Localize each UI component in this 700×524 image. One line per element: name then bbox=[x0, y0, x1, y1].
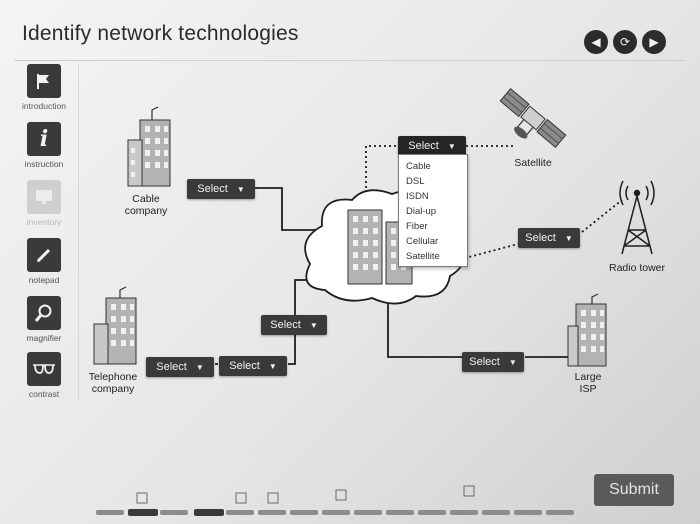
menu-option-dsl[interactable]: DSL bbox=[406, 176, 425, 187]
select-cable-company[interactable]: Select ▼ bbox=[187, 179, 255, 199]
monitor-icon bbox=[27, 180, 61, 214]
select-large-isp[interactable]: Select ▼ bbox=[462, 352, 524, 372]
info-icon: i bbox=[27, 122, 61, 156]
tool-label: instruction bbox=[24, 159, 64, 169]
radio-tower-illustration bbox=[619, 180, 655, 255]
refresh-icon[interactable]: ⟳ bbox=[613, 30, 637, 54]
select-label: Select bbox=[156, 361, 187, 373]
cable-company-building bbox=[127, 106, 171, 187]
menu-option-cellular[interactable]: Cellular bbox=[406, 236, 439, 247]
select-telephone-link[interactable]: Select ▼ bbox=[219, 356, 287, 376]
tool-label: magnifier bbox=[26, 333, 62, 343]
select-radio-tower[interactable]: Select ▼ bbox=[518, 228, 580, 248]
select-label: Select bbox=[270, 319, 301, 331]
tool-label: inventory bbox=[26, 217, 62, 227]
tool-magnifier[interactable]: magnifier bbox=[12, 296, 76, 343]
technology-dropdown-menu: Cable DSL ISDN Dial-up Fiber Cellular Sa… bbox=[398, 154, 468, 267]
satellite-illustration bbox=[499, 88, 567, 148]
glasses-icon bbox=[27, 352, 61, 386]
satellite-label: Satellite bbox=[514, 157, 552, 169]
select-label: Select bbox=[197, 183, 228, 195]
header-divider bbox=[14, 60, 686, 61]
tool-introduction[interactable]: introduction bbox=[12, 64, 76, 111]
caret-down-icon: ▼ bbox=[268, 361, 277, 371]
select-trunk[interactable]: Select ▼ bbox=[261, 315, 327, 335]
menu-option-isdn[interactable]: ISDN bbox=[406, 191, 429, 202]
nav-controls: ◀ ⟳ ▶ bbox=[584, 30, 666, 54]
flag-icon bbox=[27, 64, 61, 98]
page-title: Identify network technologies bbox=[22, 22, 299, 45]
select-telephone-company[interactable]: Select ▼ bbox=[146, 357, 214, 377]
back-icon[interactable]: ◀ bbox=[584, 30, 608, 54]
menu-option-fiber[interactable]: Fiber bbox=[406, 221, 428, 232]
forward-icon[interactable]: ▶ bbox=[642, 30, 666, 54]
select-label: Select bbox=[469, 356, 500, 368]
magnifier-icon bbox=[27, 296, 61, 330]
sidebar-divider bbox=[78, 64, 79, 400]
large-isp-building bbox=[567, 293, 607, 367]
caret-down-icon: ▼ bbox=[309, 320, 318, 330]
tool-inventory: inventory bbox=[12, 180, 76, 227]
select-label: Select bbox=[229, 360, 260, 372]
select-label: Select bbox=[408, 140, 439, 152]
connection-lines bbox=[215, 187, 568, 365]
pencil-icon bbox=[27, 238, 61, 272]
tool-instruction[interactable]: i instruction bbox=[12, 122, 76, 169]
menu-option-dial-up[interactable]: Dial-up bbox=[406, 206, 437, 217]
caret-down-icon: ▼ bbox=[508, 357, 517, 367]
menu-option-satellite[interactable]: Satellite bbox=[406, 251, 440, 262]
select-satellite-open[interactable]: Select ▼ bbox=[398, 136, 466, 156]
tool-label: introduction bbox=[22, 101, 66, 111]
tool-label: notepad bbox=[28, 275, 60, 285]
tool-contrast[interactable]: contrast bbox=[12, 352, 76, 399]
caret-down-icon: ▼ bbox=[564, 233, 573, 243]
radio-tower-label: Radio tower bbox=[608, 262, 666, 274]
tool-notepad[interactable]: notepad bbox=[12, 238, 76, 285]
caret-down-icon: ▼ bbox=[236, 184, 245, 194]
caret-down-icon: ▼ bbox=[447, 141, 456, 151]
caret-down-icon: ▼ bbox=[195, 362, 204, 372]
select-label: Select bbox=[525, 232, 556, 244]
submit-button[interactable]: Submit bbox=[594, 474, 674, 506]
progress-bar bbox=[96, 485, 574, 516]
telephone-company-building bbox=[93, 286, 137, 365]
tool-label: contrast bbox=[28, 389, 60, 399]
menu-option-cable[interactable]: Cable bbox=[406, 161, 431, 172]
